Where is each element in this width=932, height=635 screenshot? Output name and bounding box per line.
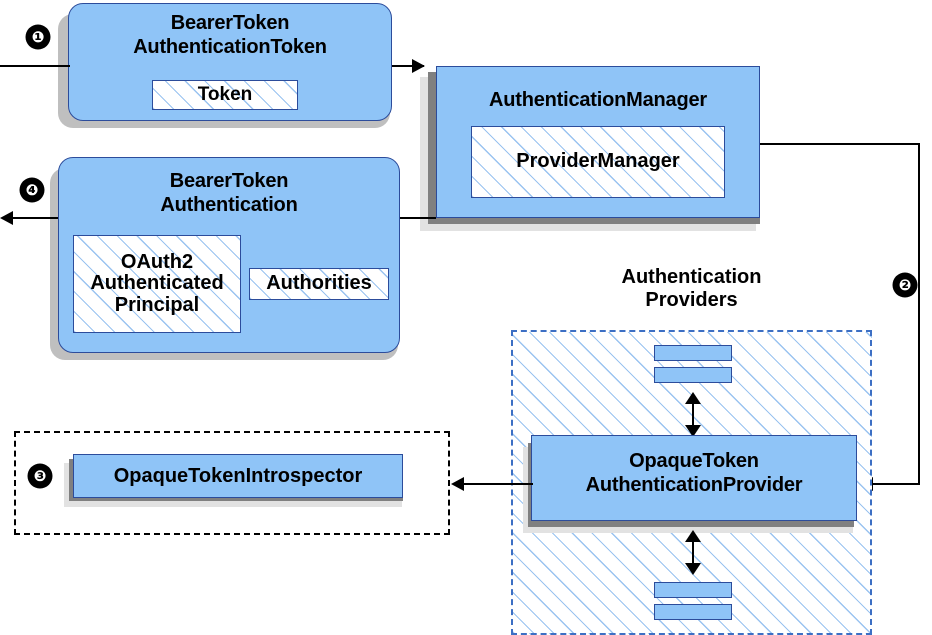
- stacked-bars-top-icon: [654, 345, 732, 383]
- ap-label-line1: Authentication: [621, 266, 762, 288]
- step-badge-3: ❸: [29, 465, 51, 487]
- principal-line2: Authenticated: [90, 272, 224, 295]
- btat-title-line2: AuthenticationToken: [133, 35, 327, 58]
- arrow-bidir-bottom-down-icon: [685, 563, 701, 575]
- arrow-bidir-bottom-up-icon: [685, 530, 701, 542]
- btat-token-label: Token: [197, 83, 253, 105]
- principal-label: OAuth2 Authenticated Principal: [90, 250, 224, 317]
- arrow-bidir-top-down-icon: [685, 425, 701, 437]
- bta-inner-oauth2-authenticated-principal[interactable]: OAuth2 Authenticated Principal: [73, 235, 241, 333]
- bta-title: BearerToken Authentication: [59, 170, 399, 217]
- line-input-to-btat: [0, 65, 70, 67]
- btat-title-line1: BearerToken: [170, 12, 290, 34]
- line-into-provider: [872, 483, 920, 485]
- step-badge-3-label: ❸: [33, 468, 47, 485]
- bar-bottom-1: [654, 582, 732, 598]
- provider-title-line2: AuthenticationProvider: [585, 473, 803, 496]
- line-bta-to-output: [10, 217, 58, 219]
- provider-manager-label: ProviderManager: [516, 150, 680, 173]
- principal-line1: OAuth2: [120, 250, 194, 273]
- line-btat-to-manager: [392, 65, 424, 67]
- provider-title-line1: OpaqueToken: [629, 450, 759, 472]
- bta-title-line2: Authentication: [160, 193, 298, 216]
- step-badge-1: ❶: [27, 26, 49, 48]
- step-badge-2: ❷: [894, 274, 916, 296]
- bar-top-1: [654, 345, 732, 361]
- node-bearer-token-authentication[interactable]: BearerToken Authentication OAuth2 Authen…: [58, 157, 400, 353]
- node-bearer-token-authentication-token[interactable]: BearerToken AuthenticationToken Token: [68, 3, 392, 121]
- bar-top-2: [654, 367, 732, 383]
- manager-inner-provider-manager[interactable]: ProviderManager: [471, 126, 725, 198]
- stacked-bars-bottom-icon: [654, 582, 732, 620]
- btat-inner-token[interactable]: Token: [152, 80, 298, 110]
- ap-label-line2: Providers: [645, 289, 738, 312]
- provider-title: OpaqueToken AuthenticationProvider: [532, 450, 856, 497]
- introspector-region: [14, 431, 450, 535]
- bta-title-line1: BearerToken: [169, 170, 289, 192]
- line-manager-to-bta: [400, 217, 436, 219]
- line-manager-right: [760, 143, 920, 145]
- arrow-bta-output-icon: [0, 211, 13, 225]
- step-badge-2-label: ❷: [898, 277, 912, 294]
- node-opaque-token-introspector[interactable]: OpaqueTokenIntrospector: [73, 454, 403, 498]
- manager-title-label: AuthenticationManager: [488, 89, 708, 111]
- line-bidir-bottom: [692, 534, 694, 572]
- node-opaque-token-authentication-provider[interactable]: OpaqueToken AuthenticationProvider: [531, 435, 857, 521]
- manager-title: AuthenticationManager: [437, 89, 759, 113]
- line-manager-down: [918, 143, 920, 485]
- arrow-bidir-top-up-icon: [685, 392, 701, 404]
- introspector-label: OpaqueTokenIntrospector: [113, 464, 363, 487]
- step-badge-4-label: ❹: [25, 182, 39, 199]
- arrow-btat-to-manager-icon: [412, 59, 425, 73]
- btat-title: BearerToken AuthenticationToken: [69, 12, 391, 59]
- authentication-providers-label: Authentication Providers: [511, 266, 872, 312]
- line-provider-to-introspector: [463, 483, 533, 485]
- bar-bottom-2: [654, 604, 732, 620]
- node-authentication-manager[interactable]: AuthenticationManager ProviderManager: [436, 66, 760, 218]
- principal-line3: Principal: [114, 293, 200, 316]
- line-bidir-top: [692, 396, 694, 434]
- step-badge-1-label: ❶: [31, 29, 45, 46]
- bta-inner-authorities[interactable]: Authorities: [249, 268, 389, 300]
- arrow-provider-to-introspector-icon: [451, 477, 464, 491]
- step-badge-4: ❹: [21, 179, 43, 201]
- authorities-label: Authorities: [266, 272, 372, 295]
